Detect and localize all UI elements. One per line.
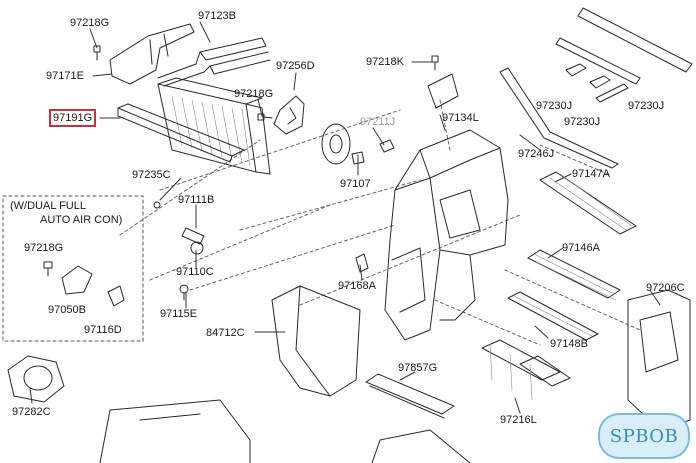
blower-motor xyxy=(7,355,65,403)
lower-duct-right xyxy=(371,429,471,463)
part-label: 97107 xyxy=(340,178,371,190)
actuator-97050B xyxy=(61,265,93,295)
part-label: 84712C xyxy=(206,327,245,339)
part-label: 97123B xyxy=(198,10,236,22)
part-label: 97168A xyxy=(338,280,376,292)
blower-fan xyxy=(321,123,351,165)
duct-97216L xyxy=(481,339,571,401)
resistor-97107 xyxy=(351,151,365,165)
heater-core xyxy=(157,37,271,175)
part-label: 97134L xyxy=(442,112,479,124)
note-box xyxy=(2,195,144,342)
part-label: 97218K xyxy=(366,56,404,68)
part-label: 97230J xyxy=(564,116,601,128)
part-label: 97218G xyxy=(70,17,110,29)
bracket-97218K xyxy=(427,73,459,109)
part-label: 97116D xyxy=(84,324,122,336)
linkage-97111B xyxy=(181,227,205,245)
part-label: 97110C xyxy=(176,266,214,278)
watermark-logo: SPBOB xyxy=(598,413,690,459)
part-label: 97218G xyxy=(234,88,274,100)
duct-84712C xyxy=(271,285,361,397)
part-label: 97857G xyxy=(398,362,438,374)
filter-97147A xyxy=(539,171,637,235)
actuator-97256D xyxy=(273,95,305,135)
part-label: 97230J xyxy=(628,100,665,112)
part-label: 97050B xyxy=(48,304,86,316)
part-label: 97246J xyxy=(518,148,555,160)
part-label: 97146A xyxy=(562,242,600,254)
part-label: 97148B xyxy=(550,338,588,350)
bracket-97116D xyxy=(107,285,125,307)
part-label: 97147A xyxy=(572,168,610,180)
part-label: 97256D xyxy=(276,60,315,72)
part-label: 97171E xyxy=(46,70,84,82)
part-label: 97115E xyxy=(160,308,198,320)
lower-duct-left xyxy=(99,399,251,463)
leader-lines xyxy=(29,21,661,414)
part-label: 97206C xyxy=(646,282,685,294)
pipe-bracket xyxy=(109,23,195,85)
part-label: 97216L xyxy=(500,414,537,426)
cam-97110C xyxy=(190,241,204,255)
doors xyxy=(507,249,621,341)
note-line: AUTO AIR CON) xyxy=(40,214,123,226)
part-label: 97218G xyxy=(24,242,64,254)
screws xyxy=(43,45,439,301)
part-label: 97282C xyxy=(12,406,51,418)
seals xyxy=(499,7,693,169)
part-label: 97235C xyxy=(132,169,171,181)
part-label: 97211J xyxy=(360,116,396,128)
part-label-highlighted: 97191G xyxy=(48,109,97,127)
tray-97857G xyxy=(365,373,455,419)
part-label: 97230J xyxy=(536,100,573,112)
note-line: (W/DUAL FULL xyxy=(10,200,86,212)
dual-aircon-note: (W/DUAL FULL AUTO AIR CON) xyxy=(10,199,122,227)
assembly-lines xyxy=(119,99,641,346)
cover-97206C xyxy=(627,289,691,431)
main-case xyxy=(384,129,509,341)
heater-seal-plate xyxy=(117,103,245,163)
part-label: 97111B xyxy=(178,194,215,206)
clip-97168A xyxy=(355,253,369,273)
